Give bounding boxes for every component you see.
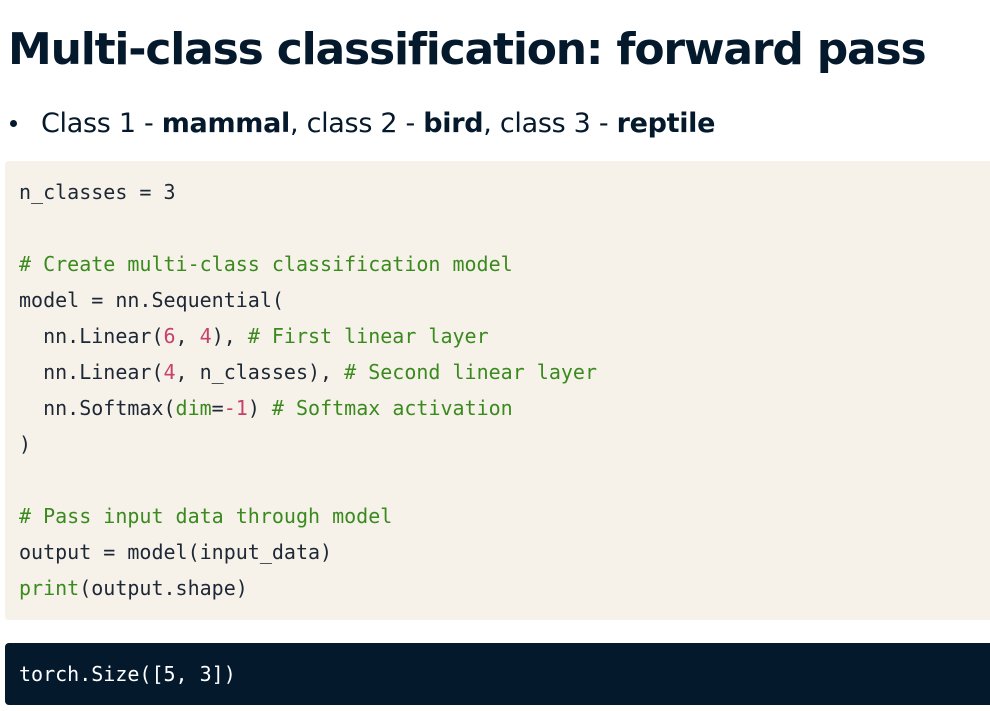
code-comment-create-model: # Create multi-class classification mode… (19, 252, 513, 276)
class-3-name: reptile (616, 107, 716, 139)
output-block: torch.Size([5, 3]) (5, 643, 990, 705)
slide-title: Multi-class classification: forward pass (8, 24, 927, 75)
class-2-name: bird (423, 107, 484, 139)
code-line-linear-2: nn.Linear(4, n_classes), # Second linear… (19, 360, 597, 384)
code-line-close-paren: ) (19, 432, 32, 456)
bullet-dot-icon (10, 119, 17, 127)
class-1-name: mammal (161, 107, 291, 139)
code-comment-pass-input: # Pass input data through model (19, 504, 393, 528)
bullet-item-classes: Class 1 - mammal, class 2 - bird, class … (8, 103, 715, 143)
code-line-output: output = model(input_data) (19, 540, 333, 564)
output-text: torch.Size([5, 3]) (19, 662, 236, 686)
code-line-linear-1: nn.Linear(6, 4), # First linear layer (19, 324, 489, 348)
code-line-n-classes: n_classes = 3 (19, 180, 176, 204)
bullet-text: Class 1 - mammal, class 2 - bird, class … (41, 107, 716, 139)
code-block: n_classes = 3 # Create multi-class class… (5, 161, 990, 620)
code-line-print: print(output.shape) (19, 576, 248, 600)
code-line-model-sequential: model = nn.Sequential( (19, 288, 284, 312)
code-line-softmax: nn.Softmax(dim=-1) # Softmax activation (19, 396, 513, 420)
